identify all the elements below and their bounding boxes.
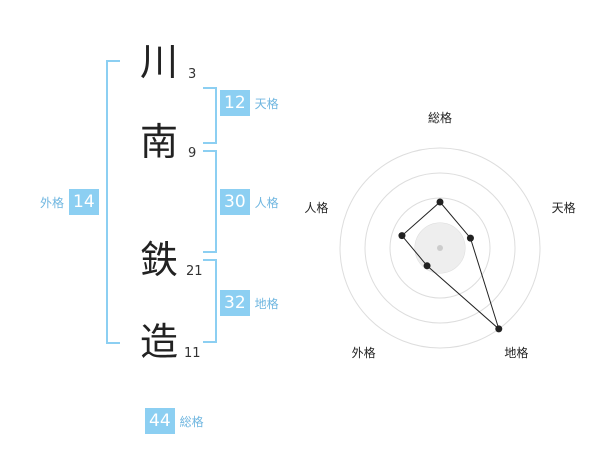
tenkaku-bracket [203, 87, 217, 144]
radar-ring-3 [364, 172, 516, 324]
name-char-2: 南 [140, 120, 179, 164]
chikaku-badge: 32 地格 [220, 290, 279, 316]
radar-ring-2 [389, 197, 491, 299]
stroke-count-2: 9 [188, 146, 197, 161]
soukaku-value: 44 [145, 408, 175, 434]
name-char-4: 造 [140, 320, 179, 364]
gaikaku-badge: 外格 14 [40, 189, 99, 215]
radar-axis-label-4: 外格 [352, 345, 376, 360]
tenkaku-value: 12 [220, 90, 250, 116]
tenkaku-badge: 12 天格 [220, 90, 279, 116]
radar-grid [339, 147, 541, 349]
chikaku-value: 32 [220, 290, 250, 316]
radar-axis-label-3: 地格 [504, 345, 528, 360]
radar-center-dot [437, 245, 443, 251]
name-char-3: 鉄 [140, 238, 179, 282]
radar-axis-label-2: 天格 [552, 200, 576, 215]
radar-ring-4 [339, 147, 541, 349]
stroke-count-4: 11 [184, 346, 201, 361]
radar-point-4 [423, 262, 431, 270]
jinkaku-label: 人格 [254, 195, 279, 210]
chikaku-bracket [203, 259, 217, 343]
tenkaku-label: 天格 [254, 96, 279, 111]
radar-point-3 [495, 325, 503, 333]
name-char-1: 川 [140, 40, 179, 84]
jinkaku-badge: 30 人格 [220, 189, 279, 215]
jinkaku-bracket [203, 150, 217, 253]
radar-axis-label-1: 総格 [428, 110, 452, 125]
soukaku-label: 総格 [179, 414, 204, 429]
soukaku-badge: 44 総格 [145, 408, 204, 434]
radar-axis-label-5: 人格 [304, 200, 328, 215]
radar-points [398, 198, 503, 333]
gaikaku-label: 外格 [40, 195, 65, 210]
radar-point-5 [398, 232, 406, 240]
gaikaku-value: 14 [69, 189, 99, 215]
chikaku-label: 地格 [254, 296, 279, 311]
radar-point-1 [436, 198, 444, 206]
radar-point-2 [466, 234, 474, 242]
stroke-count-3: 21 [186, 264, 203, 279]
stroke-count-1: 3 [188, 67, 197, 82]
gaikaku-bracket [106, 60, 120, 344]
radar-polygon [401, 201, 500, 331]
jinkaku-value: 30 [220, 189, 250, 215]
